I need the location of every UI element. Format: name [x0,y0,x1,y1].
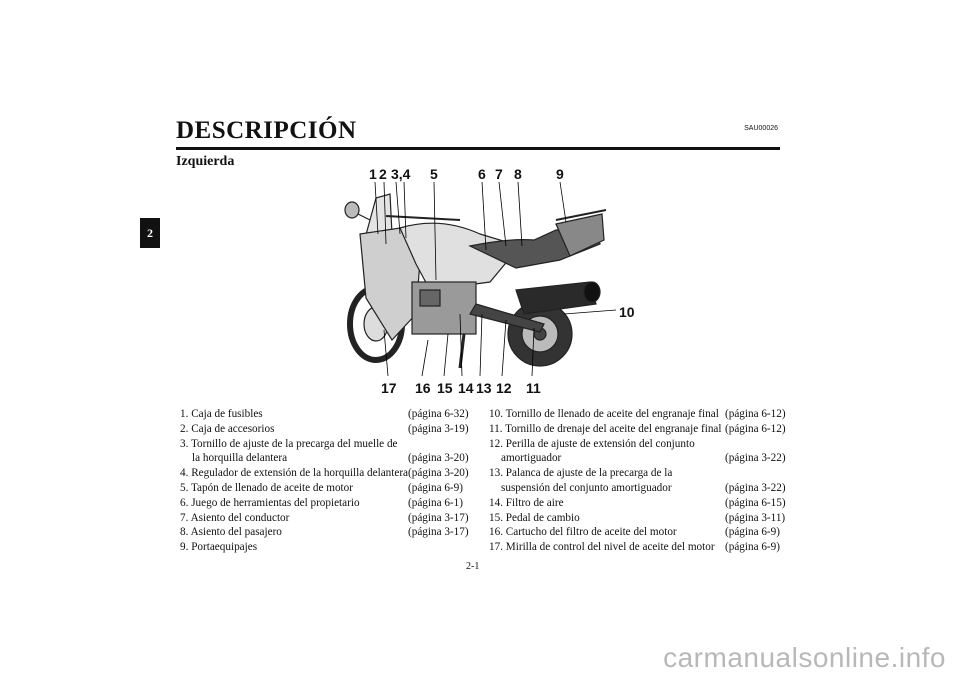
list-item: 10. Tornillo de llenado de aceite del en… [489,408,786,420]
motorcycle-illustration [344,181,617,377]
list-item: 5. Tapón de llenado de aceite de motor(p… [180,481,463,494]
list-item: 1. Caja de fusibles(página 6-32) [180,408,469,420]
parts-list-left: 1. Caja de fusibles(página 6-32) 2. Caja… [180,407,474,555]
list-item: 13. Palanca de ajuste de la precarga de … [489,467,673,480]
list-item: amortiguador(página 3-22) [501,452,786,465]
callout-9: 9 [556,166,564,182]
list-item: 6. Juego de herramientas del propietario… [180,496,463,509]
title-rule [176,147,780,150]
page-title: DESCRIPCIÓN [176,117,357,144]
list-item: suspensión del conjunto amortiguador(pág… [501,481,786,494]
list-item: 16. Cartucho del filtro de aceite del mo… [489,526,780,539]
callout-11: 11 [526,380,541,396]
list-item: 2. Caja de accesorios(página 3-19) [180,422,469,435]
callout-10: 10 [619,304,635,320]
callout-5: 5 [430,166,438,182]
list-item: 14. Filtro de aire(página 6-15) [489,496,786,509]
callout-6: 6 [478,166,486,182]
list-item: la horquilla delantera(página 3-20) [192,452,469,465]
chapter-tab: 2 [140,218,160,248]
callout-13: 13 [476,380,492,396]
parts-list-right: 10. Tornillo de llenado de aceite del en… [489,407,789,555]
document-code: SAU00026 [744,125,778,132]
callout-16: 16 [415,380,431,396]
callout-1: 1 [369,166,377,182]
callout-17: 17 [381,380,397,396]
list-item: 7. Asiento del conductor(página 3-17) [180,511,469,524]
list-item: 3. Tornillo de ajuste de la precarga del… [180,437,398,450]
list-item: 11. Tornillo de drenaje del aceite del e… [489,422,786,435]
callout-2: 2 [379,166,387,182]
section-subtitle: Izquierda [176,154,235,169]
watermark: carmanualsonline.info [663,642,946,673]
callout-8: 8 [514,166,522,182]
list-item: 9. Portaequipajes [180,541,258,554]
list-item: 17. Mirilla de control del nivel de acei… [489,541,780,554]
callout-15: 15 [437,380,453,396]
list-item: 8. Asiento del pasajero(página 3-17) [180,526,469,539]
callout-7: 7 [495,166,503,182]
callout-14: 14 [458,380,474,396]
callout-12: 12 [496,380,512,396]
page-number: 2-1 [466,561,480,572]
callout-3-4: 3,4 [391,166,411,182]
list-item: 4. Regulador de extensión de la horquill… [180,467,469,480]
list-item: 12. Perilla de ajuste de extensión del c… [489,437,695,450]
list-item: 15. Pedal de cambio(página 3-11) [489,511,786,524]
